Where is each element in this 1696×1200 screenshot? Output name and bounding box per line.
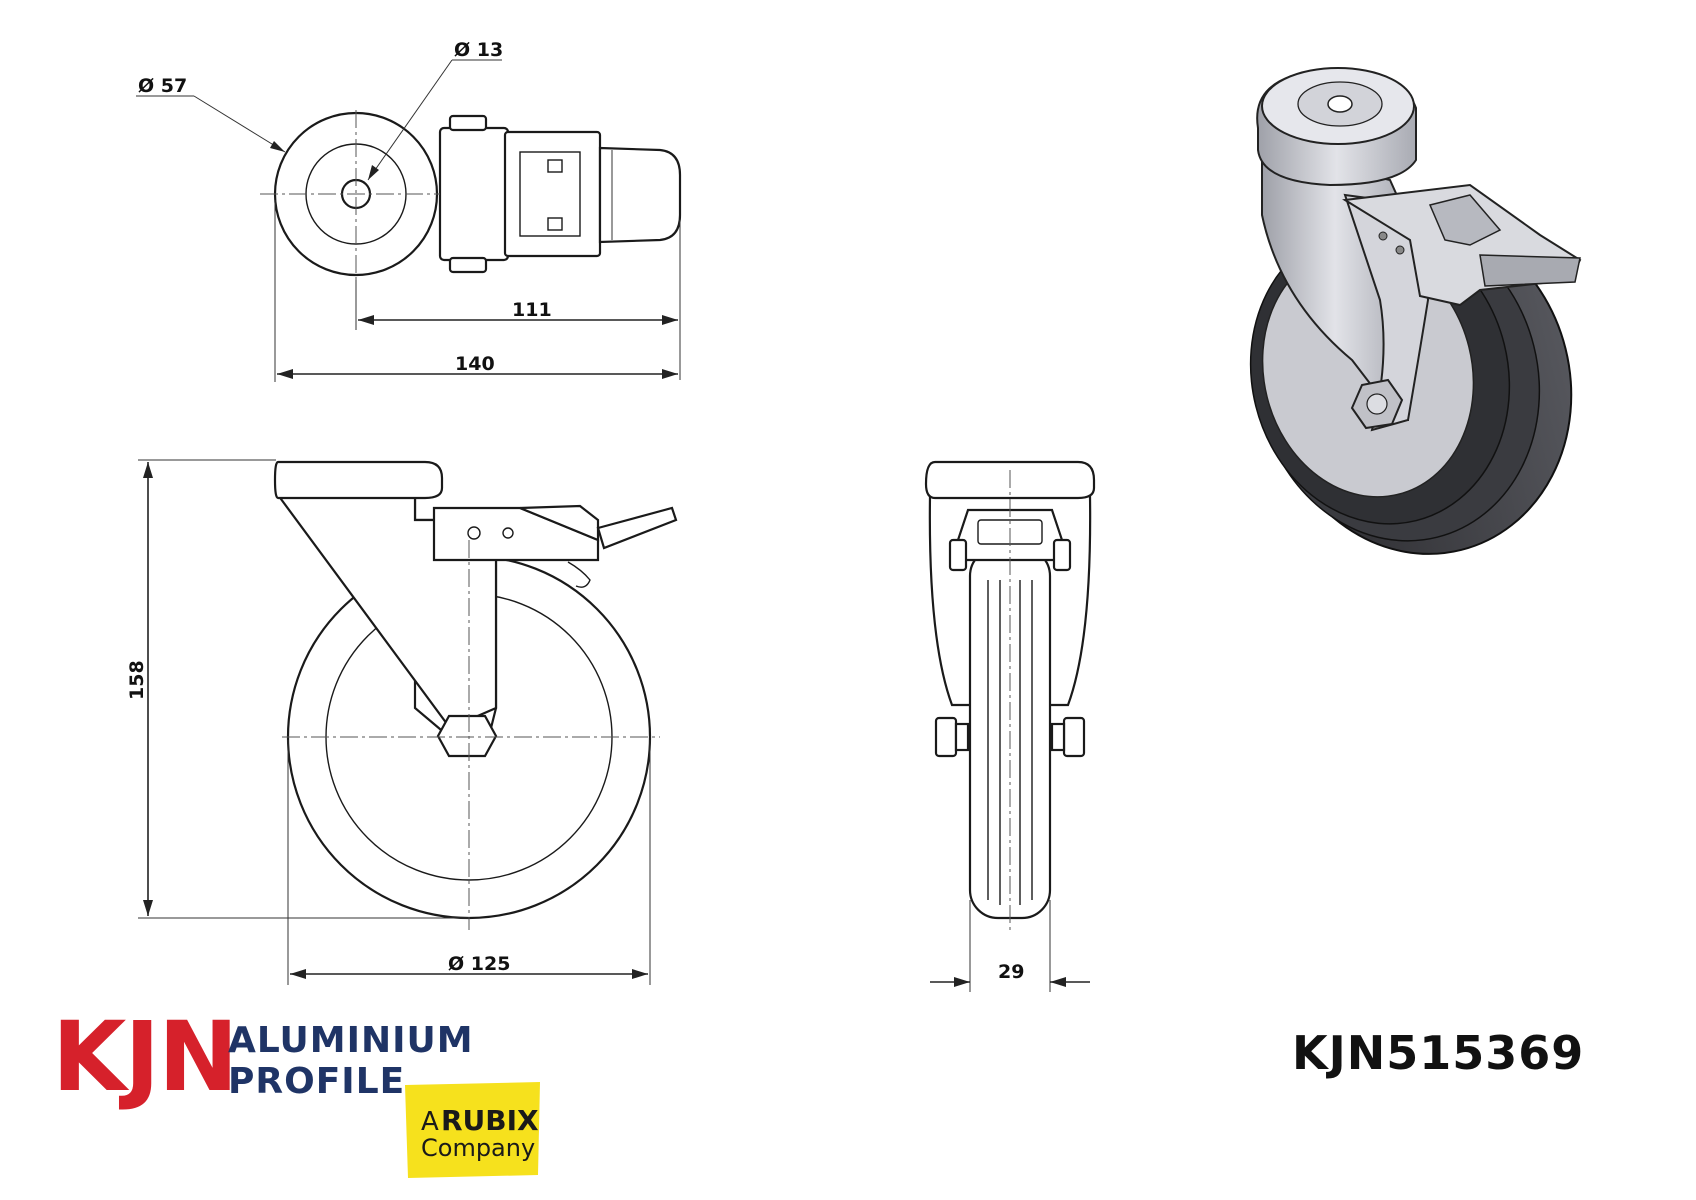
top-view: Ø 57 Ø 13 111 140 <box>136 39 682 382</box>
dim-wheel-width: 29 <box>998 961 1024 983</box>
front-view: 29 <box>924 460 1096 992</box>
product-code: KJN515369 <box>1292 1026 1584 1080</box>
brand-line1: ALUMINIUM <box>228 1020 474 1061</box>
dim-overall-length: 140 <box>455 353 495 375</box>
rubix-badge-company: Company <box>421 1134 535 1162</box>
brand-logo: KJN ALUMINIUM PROFILE A RUBIX Company <box>52 1001 540 1178</box>
dim-bolt-hole: Ø 13 <box>454 39 503 61</box>
rubix-badge <box>405 1082 540 1178</box>
side-view: 158 Ø 125 <box>126 459 678 985</box>
brand-kjn: KJN <box>52 1001 236 1113</box>
rubix-badge-a: A <box>421 1107 439 1137</box>
brand-line2: PROFILE <box>228 1061 405 1102</box>
isometric-view <box>1249 67 1582 555</box>
dim-top-diameter: Ø 57 <box>138 75 187 97</box>
dim-height: 158 <box>126 660 148 700</box>
dim-wheel-diameter: Ø 125 <box>448 953 510 975</box>
rubix-badge-rubix: RUBIX <box>441 1104 539 1137</box>
dim-offset: 111 <box>512 299 552 321</box>
